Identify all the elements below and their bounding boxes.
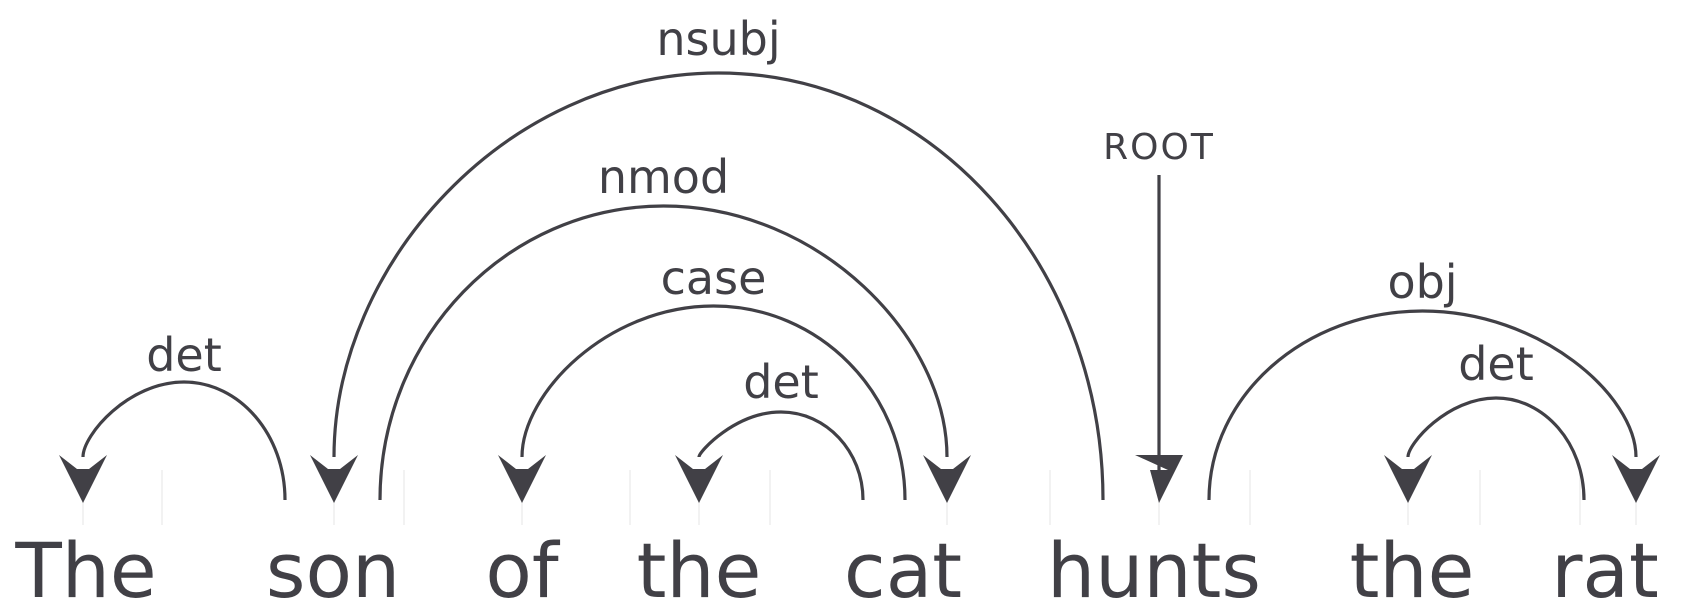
arc-arrowhead — [310, 455, 358, 503]
arc-label-det: det — [146, 328, 222, 382]
token-hunts: hunts — [1047, 526, 1261, 615]
arc-path — [1207, 309, 1638, 501]
token-rat: rat — [1551, 526, 1659, 615]
root-arrowhead — [1135, 455, 1183, 503]
root-relation: ROOT — [1103, 127, 1215, 503]
token-the-1: The — [14, 526, 156, 615]
arc-arrowhead — [1384, 455, 1432, 503]
arc-label-det: det — [1458, 337, 1534, 391]
arc-label-case: case — [661, 251, 767, 305]
dependency-arc-nsubj: nsubj — [310, 12, 1105, 503]
arc-path — [332, 71, 1105, 501]
token-of: of — [485, 526, 560, 615]
token-cat: cat — [844, 526, 962, 615]
arc-arrowhead — [1612, 455, 1660, 503]
token-the-3: the — [1350, 526, 1475, 615]
dependency-arc-det: det — [59, 328, 287, 503]
dependency-arc-case: case — [498, 251, 907, 503]
arc-path — [697, 410, 865, 501]
arc-label-nsubj: nsubj — [656, 12, 780, 66]
arc-arrowhead — [923, 455, 971, 503]
sentence-tokens: The son of the cat hunts the rat — [14, 526, 1658, 615]
arc-arrowhead — [498, 455, 546, 503]
root-label: ROOT — [1103, 127, 1215, 168]
arc-label-obj: obj — [1387, 255, 1457, 309]
arc-path — [520, 304, 907, 501]
token-the-2: the — [637, 526, 762, 615]
arc-arrowhead — [59, 455, 107, 503]
arc-path — [1406, 396, 1586, 501]
dependency-arc-det: det — [675, 355, 865, 503]
dependency-arc-det: det — [1384, 337, 1586, 503]
dependency-arc-obj: obj — [1207, 255, 1660, 503]
arc-path — [378, 204, 949, 501]
arc-arrowhead — [675, 455, 723, 503]
arc-label-det: det — [743, 355, 819, 409]
dependency-arc-nmod: nmod — [378, 150, 971, 503]
arc-label-nmod: nmod — [598, 150, 729, 204]
arc-path — [81, 380, 287, 501]
token-son: son — [266, 526, 400, 615]
